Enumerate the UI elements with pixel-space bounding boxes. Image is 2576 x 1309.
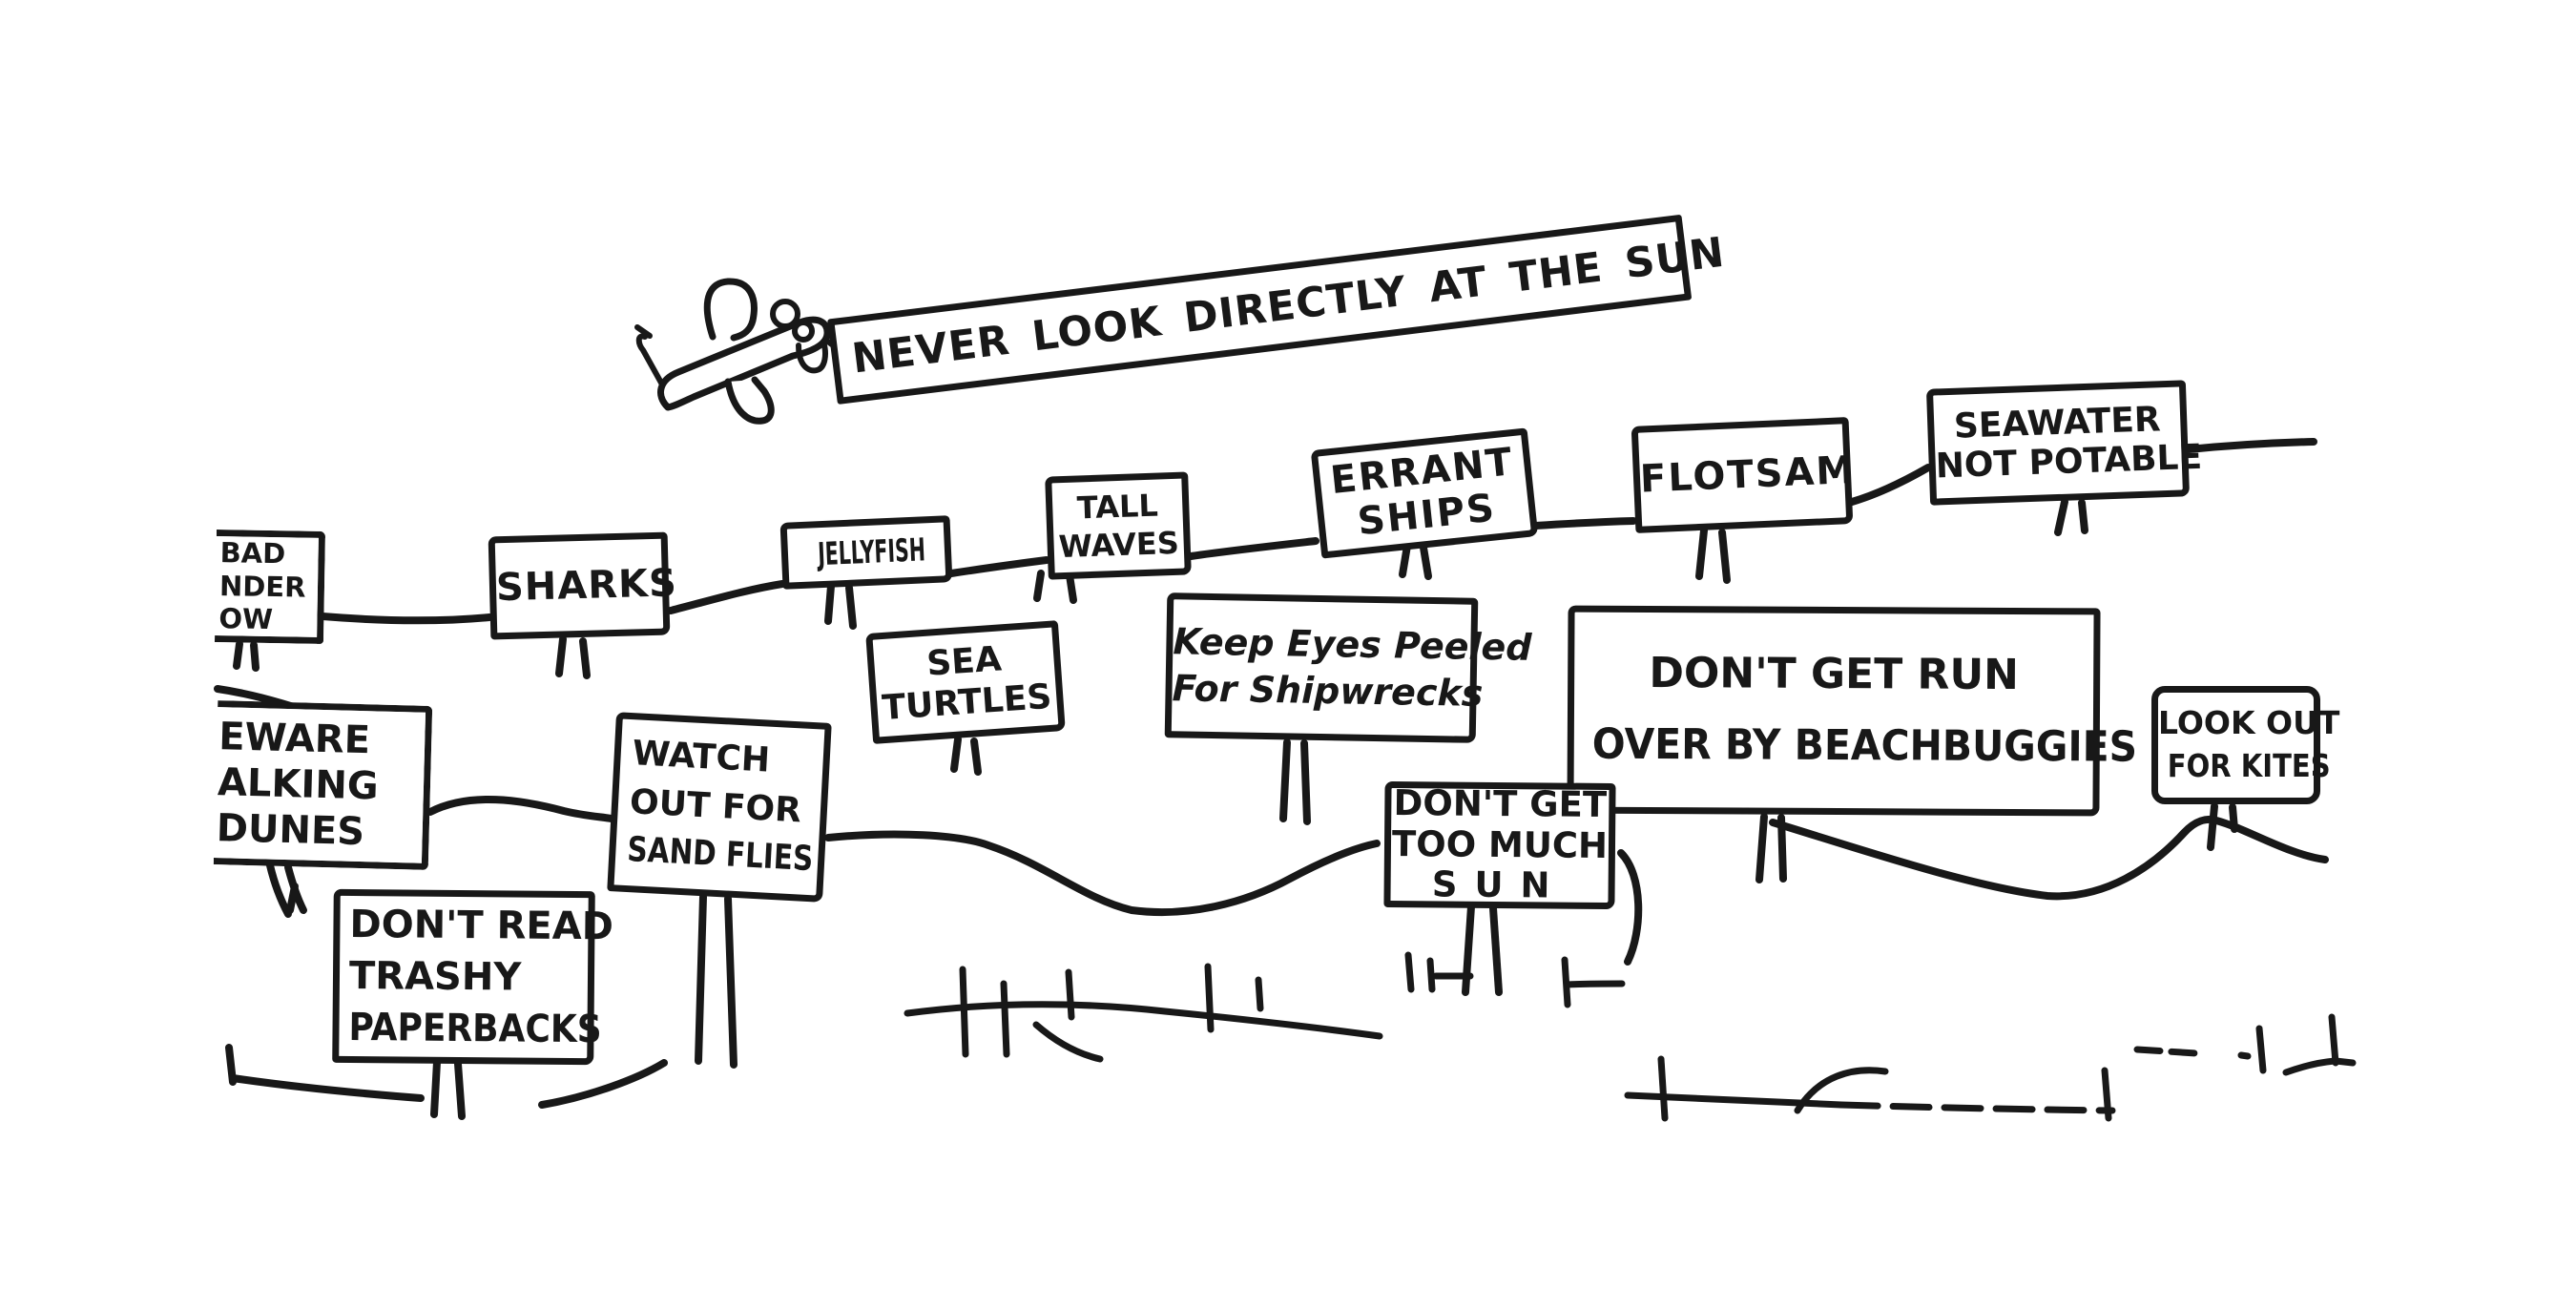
sign-line: For Shipwrecks bbox=[1172, 667, 1484, 715]
sign-watch-out-sand-flies: WATCH OUT FOR SAND FLIES bbox=[607, 712, 832, 903]
sign-line: EWARE bbox=[218, 715, 371, 763]
sign-line: OW bbox=[218, 602, 274, 636]
sign-line: TRASHY bbox=[348, 953, 522, 1000]
sign-keep-eyes-peeled: Keep Eyes Peeled For Shipwrecks bbox=[1164, 592, 1532, 743]
sign-beware-walking-dunes: EWARE ALKING DUNES bbox=[213, 700, 433, 870]
sign-flotsam: FLOTSAM bbox=[1631, 417, 1858, 533]
sign-tall-waves: TALL WAVES bbox=[1045, 471, 1192, 580]
sign-line: SHARKS bbox=[495, 561, 678, 611]
sign-line: WAVES bbox=[1058, 524, 1180, 566]
sign-beachbuggies: DON'T GET RUN OVER BY BEACHBUGGIES bbox=[1567, 605, 2138, 817]
sign-line: DON'T GET bbox=[1393, 782, 1608, 826]
sign-line: NDER bbox=[218, 569, 306, 604]
sign-line: JELLYFISH bbox=[817, 530, 926, 573]
sign-look-out-for-kites: LOOK OUT FOR KITES bbox=[2151, 686, 2340, 804]
sign-line: TALL bbox=[1076, 487, 1159, 527]
sign-line: NOT POTABLE bbox=[1935, 437, 2203, 487]
sign-sea-turtles: SEA TURTLES bbox=[865, 620, 1066, 744]
sign-seawater-not-potable: SEAWATER NOT POTABLE bbox=[1925, 380, 2203, 506]
sign-line: TOO MUCH bbox=[1391, 822, 1609, 866]
sign-line: SUN bbox=[1431, 863, 1568, 906]
sign-trashy-paperbacks: DON'T READ TRASHY PAPERBACKS bbox=[332, 888, 614, 1066]
sign-line: FLOTSAM bbox=[1639, 447, 1858, 502]
airplane-icon bbox=[634, 278, 846, 425]
sign-line: FOR KITES bbox=[2167, 747, 2331, 784]
sign-line: SAND FLIES bbox=[626, 830, 815, 880]
sign-line: DUNES bbox=[216, 806, 365, 855]
sign-line: OVER BY BEACHBUGGIES bbox=[1591, 719, 2138, 772]
sign-bad-undertow: BAD NDER OW bbox=[214, 530, 326, 644]
sign-errant-ships: ERRANT SHIPS bbox=[1310, 427, 1539, 559]
sign-sharks: SHARKS bbox=[488, 531, 678, 640]
sign-line: BAD bbox=[219, 535, 286, 571]
horizon-line bbox=[319, 438, 2317, 625]
sign-line: PAPERBACKS bbox=[348, 1005, 602, 1052]
sign-too-much-sun: DON'T GET TOO MUCH SUN bbox=[1383, 780, 1616, 910]
fence-posts bbox=[904, 951, 2357, 1122]
sign-line: LOOK OUT bbox=[2158, 704, 2340, 742]
sign-line: ALKING bbox=[217, 760, 380, 809]
sign-jellyfish: JELLYFISH bbox=[779, 515, 953, 590]
sign-line: Keep Eyes Peeled bbox=[1173, 619, 1532, 669]
sign-line: DON'T GET RUN bbox=[1649, 649, 2020, 700]
sign-line: DON'T READ bbox=[349, 902, 614, 949]
